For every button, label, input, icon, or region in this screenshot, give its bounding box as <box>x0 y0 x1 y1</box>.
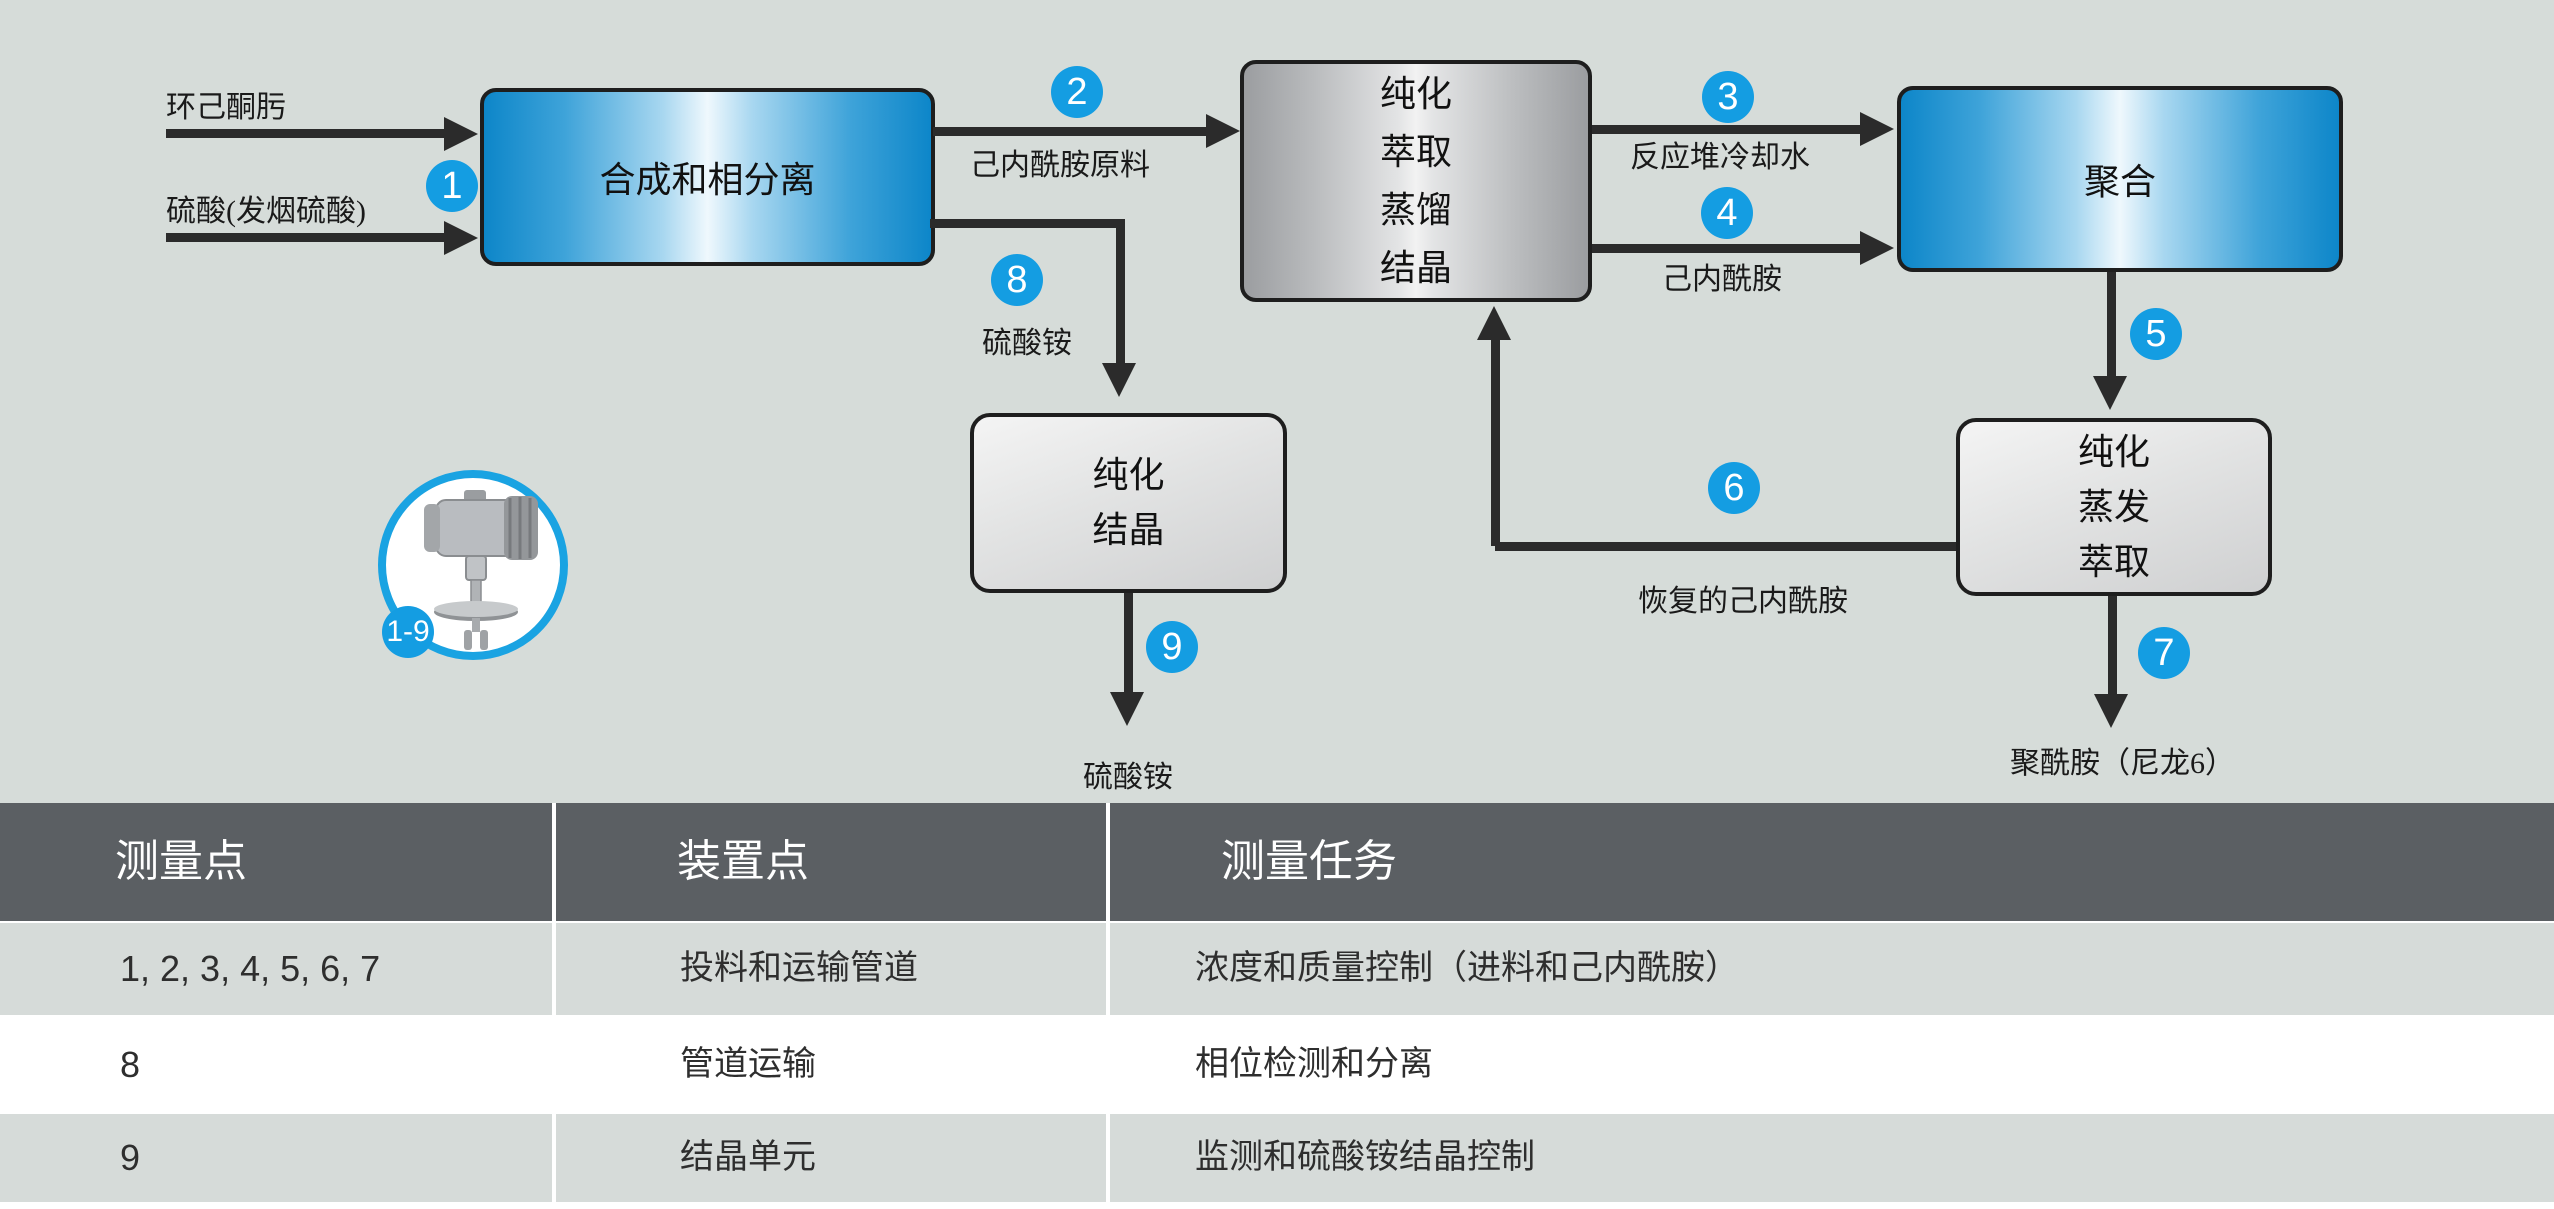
table-header-row: 测量点 装置点 测量任务 <box>0 803 2554 921</box>
table-column-separator-1 <box>552 803 556 1202</box>
ammonium-sulfate-arrow-head-icon <box>1102 363 1136 397</box>
table-header-measurement-task: 测量任务 <box>1221 837 1397 886</box>
badge-1-number: 1 <box>441 164 463 207</box>
label-polyamide-nylon6: 聚酰胺（尼龙6） <box>2010 747 2235 780</box>
box-line-purify: 纯化 <box>1379 74 1452 114</box>
label-sulfuric-acid: 硫酸(发烟硫酸) <box>166 195 366 228</box>
arrow-input2-line <box>166 233 446 242</box>
arrow-cooling-water-line <box>1592 125 1862 134</box>
label-recovered-caprolactam: 恢复的己内酰胺 <box>1638 585 1848 618</box>
badge-4-number: 4 <box>1716 191 1738 234</box>
recycle-arrow-head-icon <box>1477 306 1511 340</box>
label-reactor-cooling-water: 反应堆冷却水 <box>1630 141 1810 174</box>
row1-task: 浓度和质量控制（进料和己内酰胺） <box>1195 950 1739 987</box>
table-row-3: 9 结晶单元 监测和硫酸铵结晶控制 <box>0 1114 2554 1202</box>
arrow-input1-head-icon <box>444 117 478 151</box>
arrow-5-head-icon <box>2093 376 2127 410</box>
arrow-7-line <box>2108 596 2117 696</box>
box-line-extract2: 萃取 <box>2077 541 2150 582</box>
density-meter-icon <box>424 490 538 650</box>
badge-3: 3 <box>1702 71 1754 123</box>
box-line-crystallize: 结晶 <box>1379 248 1452 288</box>
badge-2: 2 <box>1051 66 1103 118</box>
process-box-synthesis: 合成和相分离 <box>480 88 935 266</box>
badge-5-number: 5 <box>2145 312 2167 355</box>
row2-task: 相位检测和分离 <box>1195 1046 1433 1083</box>
badge-5: 5 <box>2130 308 2182 360</box>
label-ammonium-sulfate-9: 硫酸铵 <box>1083 761 1173 794</box>
badge-2-number: 2 <box>1066 70 1088 113</box>
badge-6: 6 <box>1708 462 1760 514</box>
row2-location: 管道运输 <box>680 1046 816 1083</box>
badge-7: 7 <box>2138 627 2190 679</box>
arrow-7-head-icon <box>2094 694 2128 728</box>
row3-task: 监测和硫酸铵结晶控制 <box>1195 1139 1535 1176</box>
arrow-feed-head-icon <box>1206 114 1240 148</box>
arrow-cooling-water-head-icon <box>1860 112 1894 146</box>
arrow-caprolactam-line <box>1592 244 1862 253</box>
process-box-polymerization: 聚合 <box>1897 86 2343 272</box>
arrow-5-line <box>2107 272 2116 378</box>
table-header-measurement-point: 测量点 <box>115 837 247 886</box>
process-box-polymerization-label: 聚合 <box>2083 162 2156 202</box>
arrow-feed-line <box>933 127 1208 136</box>
table-row-2: 8 管道运输 相位检测和分离 <box>0 1017 2554 1112</box>
process-box-synthesis-label: 合成和相分离 <box>599 160 816 200</box>
badge-4: 4 <box>1701 187 1753 239</box>
recycle-line-vertical <box>1491 340 1500 546</box>
badge-6-number: 6 <box>1723 466 1745 509</box>
row2-points: 8 <box>120 1044 141 1085</box>
row3-points: 9 <box>120 1137 141 1178</box>
row1-location: 投料和运输管道 <box>680 950 918 987</box>
arrow-input2-head-icon <box>444 221 478 255</box>
badge-9: 9 <box>1146 621 1198 673</box>
box-line-extract: 萃取 <box>1379 132 1452 172</box>
box-line-evaporate: 蒸发 <box>2077 486 2150 527</box>
badge-7-number: 7 <box>2153 631 2175 674</box>
label-caprolactam: 己内酰胺 <box>1662 263 1782 296</box>
badge-3-number: 3 <box>1717 75 1739 118</box>
box-line-purify2: 纯化 <box>2077 431 2150 472</box>
badge-9-number: 9 <box>1161 625 1183 668</box>
badge-1-9-label: 1-9 <box>386 615 430 648</box>
table-row-1: 1, 2, 3, 4, 5, 6, 7 投料和运输管道 浓度和质量控制（进料和己… <box>0 923 2554 1015</box>
row1-points: 1, 2, 3, 4, 5, 6, 7 <box>120 948 381 989</box>
box-line-crystallize2: 结晶 <box>1092 510 1165 550</box>
arrow-9-line <box>1124 593 1133 694</box>
ammonium-sulfate-line-horizontal <box>930 219 1120 228</box>
badge-1: 1 <box>426 160 478 212</box>
badge-1-9: 1-9 <box>382 606 434 658</box>
badge-8: 8 <box>991 254 1043 306</box>
label-ammonium-sulfate-8: 硫酸铵 <box>982 327 1072 360</box>
arrow-input1-line <box>166 129 446 138</box>
arrow-9-head-icon <box>1110 692 1144 726</box>
table-header-installation-point: 装置点 <box>677 837 809 886</box>
box-line-distill: 蒸馏 <box>1379 190 1452 230</box>
arrow-caprolactam-head-icon <box>1860 231 1894 265</box>
label-caprolactam-feed: 己内酰胺原料 <box>970 149 1150 182</box>
process-box-purification-evaporation: 纯化 蒸发 萃取 <box>1956 418 2272 596</box>
table-column-separator-2 <box>1106 803 1110 1202</box>
recycle-line-horizontal <box>1495 542 1956 551</box>
process-box-purification-extraction: 纯化 萃取 蒸馏 结晶 <box>1240 60 1592 302</box>
row3-location: 结晶单元 <box>680 1139 816 1176</box>
box-line-purify3: 纯化 <box>1092 455 1165 495</box>
badge-8-number: 8 <box>1006 258 1028 301</box>
process-box-purification-crystallization: 纯化 结晶 <box>970 413 1287 593</box>
label-cyclohexanone-oxime: 环己酮肟 <box>166 91 286 124</box>
ammonium-sulfate-line-vertical <box>1116 219 1125 367</box>
